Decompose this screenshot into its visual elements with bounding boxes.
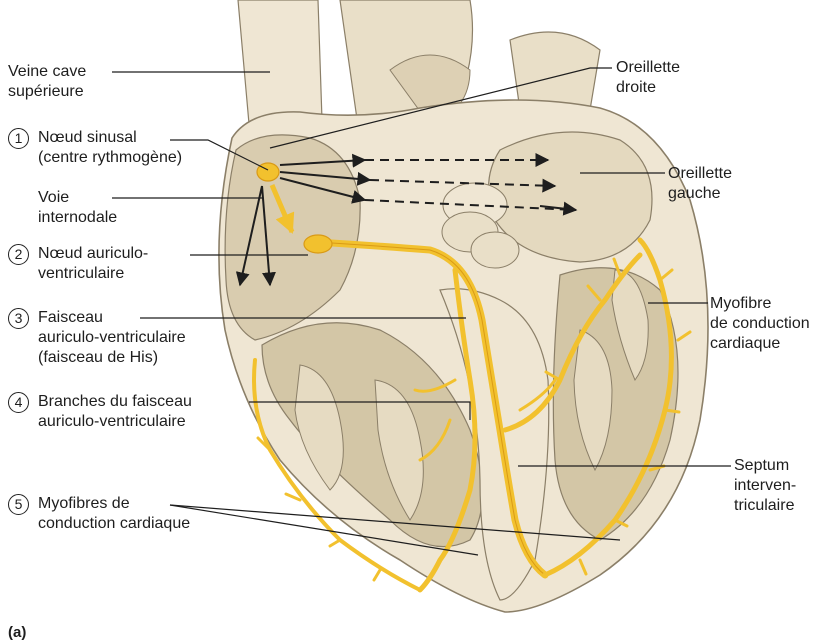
label-myofibre-right-line1: Myofibre xyxy=(710,294,810,314)
label-oreillette-droite-line2: droite xyxy=(616,78,680,98)
label-oreillette-gauche-line1: Oreillette xyxy=(668,164,732,184)
label-branches-line2: auriculo-ventriculaire xyxy=(38,412,192,432)
label-noeud-av-line1: Nœud auriculo- xyxy=(38,244,148,264)
label-septum-line2: interven- xyxy=(734,476,796,496)
label-noeud-av: Nœud auriculo- ventriculaire xyxy=(38,244,148,284)
marker-4: 4 xyxy=(8,392,29,413)
label-noeud-av-line2: ventriculaire xyxy=(38,264,148,284)
label-veine-cave-line1: Veine cave xyxy=(8,62,86,82)
label-faisceau-line1: Faisceau xyxy=(38,308,186,328)
label-oreillette-droite: Oreillette droite xyxy=(616,58,680,98)
label-branches: Branches du faisceau auriculo-ventricula… xyxy=(38,392,192,432)
label-myofibre-right: Myofibre de conduction cardiaque xyxy=(710,294,810,354)
marker-5: 5 xyxy=(8,494,29,515)
label-septum: Septum interven- triculaire xyxy=(734,456,796,516)
label-oreillette-gauche: Oreillette gauche xyxy=(668,164,732,204)
label-oreillette-droite-line1: Oreillette xyxy=(616,58,680,78)
label-myofibre-right-line2: de conduction xyxy=(710,314,810,334)
label-voie-internodale: Voie internodale xyxy=(38,188,117,228)
label-noeud-sinusal: Nœud sinusal (centre rythmogène) xyxy=(38,128,182,168)
label-faisceau-line3: (faisceau de His) xyxy=(38,348,186,368)
figure-caption: (a) xyxy=(8,624,26,641)
label-septum-line3: triculaire xyxy=(734,496,796,516)
label-myofibres-bottom-line2: conduction cardiaque xyxy=(38,514,190,534)
label-voie-internodale-line1: Voie xyxy=(38,188,117,208)
label-voie-internodale-line2: internodale xyxy=(38,208,117,228)
label-faisceau: Faisceau auriculo-ventriculaire (faiscea… xyxy=(38,308,186,368)
marker-2: 2 xyxy=(8,244,29,265)
label-septum-line1: Septum xyxy=(734,456,796,476)
label-veine-cave-line2: supérieure xyxy=(8,82,86,102)
label-veine-cave: Veine cave supérieure xyxy=(8,62,86,102)
label-myofibres-bottom-line1: Myofibres de xyxy=(38,494,190,514)
label-myofibre-right-line3: cardiaque xyxy=(710,334,810,354)
label-faisceau-line2: auriculo-ventriculaire xyxy=(38,328,186,348)
label-branches-line1: Branches du faisceau xyxy=(38,392,192,412)
label-noeud-sinusal-line1: Nœud sinusal xyxy=(38,128,182,148)
av-node xyxy=(304,235,332,253)
label-noeud-sinusal-line2: (centre rythmogène) xyxy=(38,148,182,168)
label-oreillette-gauche-line2: gauche xyxy=(668,184,732,204)
marker-1: 1 xyxy=(8,128,29,149)
label-myofibres-bottom: Myofibres de conduction cardiaque xyxy=(38,494,190,534)
marker-3: 3 xyxy=(8,308,29,329)
